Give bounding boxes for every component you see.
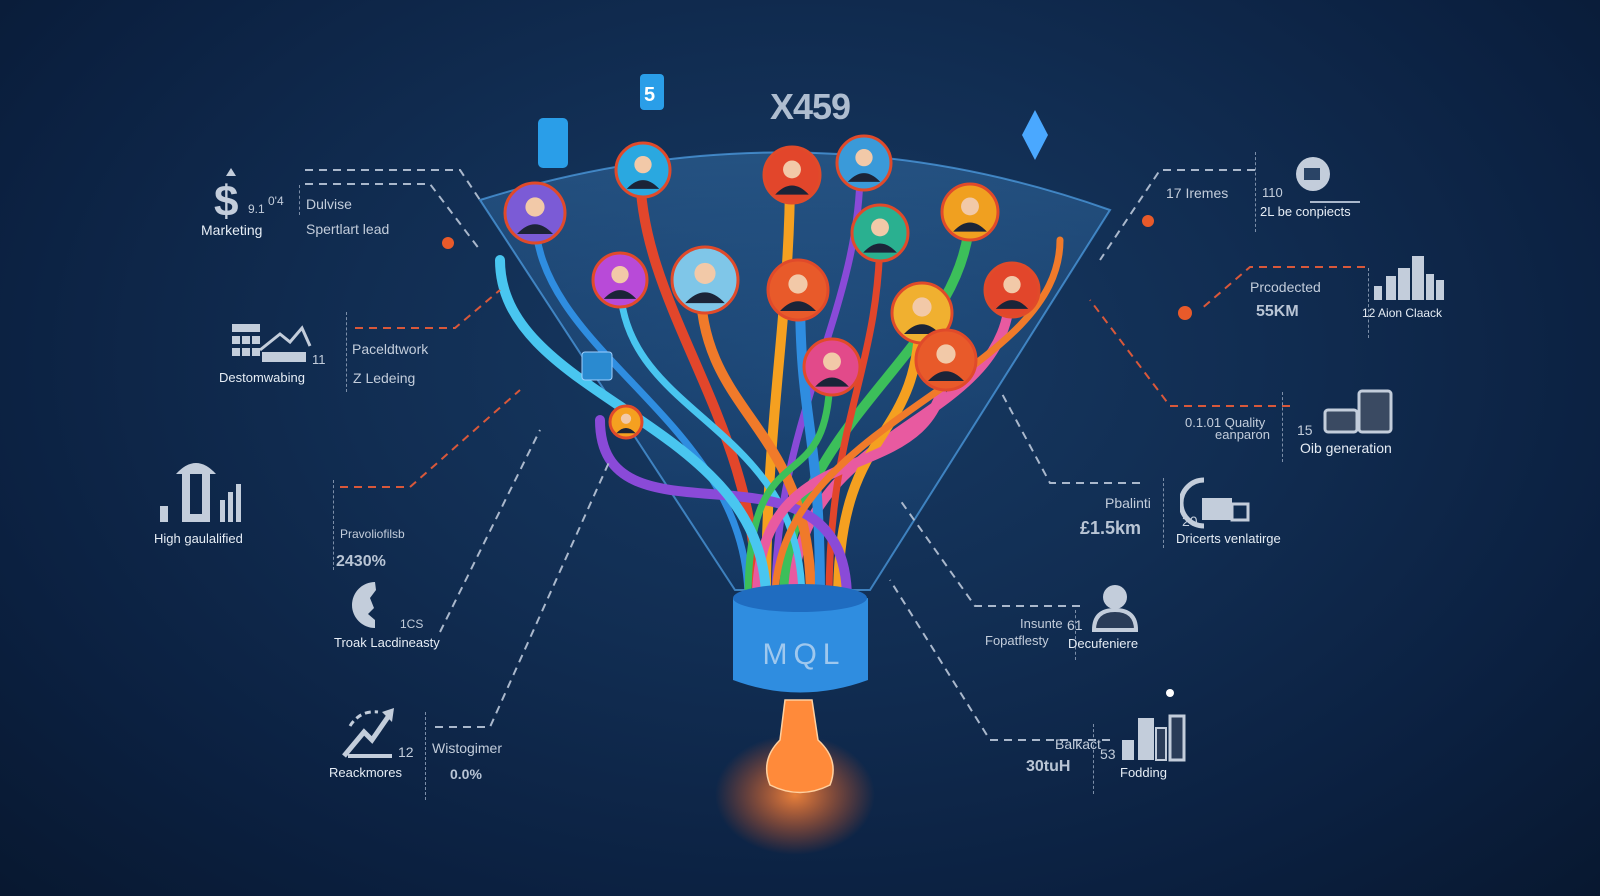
- divider: [333, 480, 334, 570]
- reach-line1: Wistogimer: [432, 740, 503, 756]
- institute-line1: Insunte: [1020, 616, 1063, 631]
- dashboard-label: Destomwabing: [219, 370, 305, 385]
- connector-line: [999, 389, 1140, 484]
- dashboard-chart-icon: [232, 324, 312, 362]
- lead-avatar: [608, 404, 644, 440]
- divider: [1163, 478, 1164, 548]
- prediction-value-b: 1CS: [400, 617, 424, 631]
- lead-strand: [795, 285, 825, 605]
- collected-line1: Prcodected: [1250, 279, 1321, 295]
- lead-avatar: [766, 258, 830, 322]
- institute-label: Decufeniere: [1068, 636, 1139, 651]
- funnel-title: X459: [770, 86, 851, 127]
- reach-value: 12: [398, 744, 414, 760]
- institute-value: 61: [1067, 617, 1083, 633]
- divider: [1282, 392, 1283, 462]
- mql-label: MQL: [762, 638, 846, 671]
- connector-line: [1089, 299, 1290, 407]
- lead-strand: [531, 211, 752, 604]
- growth-arrow-icon: [342, 708, 394, 758]
- divider: [1368, 268, 1369, 338]
- backact-value: 30tuH: [1026, 758, 1071, 775]
- lead-avatar: [983, 261, 1041, 319]
- connector-line: [1099, 169, 1255, 261]
- bar-chart-icon: [1122, 714, 1186, 762]
- lead-avatar: [802, 337, 862, 397]
- divider: [299, 185, 300, 215]
- connector-line: [340, 389, 521, 488]
- marketing-line2: Spertlart lead: [306, 221, 390, 237]
- quality-value: 15: [1297, 422, 1313, 438]
- reach-label: Reackmores: [329, 765, 402, 780]
- head-profile-icon: [352, 582, 376, 628]
- connector-line: [305, 169, 481, 201]
- block-chart-icon: [1323, 389, 1393, 434]
- divider: [346, 312, 347, 392]
- marketing-line1: Dulvise: [306, 196, 352, 212]
- lead-avatar: [614, 141, 672, 199]
- backact-label: Fodding: [1120, 765, 1167, 780]
- backact-line1: Balkact: [1055, 736, 1101, 752]
- connector-line: [889, 579, 1110, 741]
- lead-avatar: [835, 134, 893, 192]
- globe-icon: [1296, 157, 1330, 191]
- connector-line: [435, 459, 611, 728]
- connector-line: [355, 289, 501, 329]
- prediction-value: 2430%: [336, 553, 386, 570]
- lead-avatar: [850, 203, 910, 263]
- qualified-label: High gaulalified: [154, 531, 243, 546]
- divider: [1075, 610, 1076, 660]
- truck-icon: [1180, 477, 1250, 529]
- items-value: 110: [1262, 185, 1283, 200]
- lead-avatar: [914, 328, 978, 392]
- connector-line: [439, 429, 541, 633]
- lead-avatar: [503, 181, 567, 245]
- lead-avatars: [503, 134, 1041, 440]
- backact-value-b: 53: [1100, 746, 1116, 762]
- marketing-value-a: 9.1: [248, 202, 265, 216]
- bar-chart-icon: [1374, 256, 1444, 300]
- institute-line2: Fopatflesty: [985, 633, 1049, 648]
- balance-value-b: 20: [1182, 513, 1198, 529]
- divider: [1255, 152, 1256, 232]
- lead-strand: [695, 275, 816, 605]
- collected-label: 12 Aion Claack: [1362, 306, 1443, 320]
- mql-band: [733, 598, 868, 693]
- connector-line: [305, 183, 481, 251]
- balance-line1: Pbalinti: [1105, 495, 1151, 511]
- divider: [1310, 201, 1360, 203]
- balance-label: Dricerts venlatirge: [1176, 531, 1281, 546]
- dashboard-line2: Z Ledeing: [353, 370, 416, 386]
- quality-line1: 0.1.01 Quality: [1185, 415, 1266, 430]
- marketing-label: Marketing: [201, 222, 263, 238]
- prediction-label: Troak Lacdineasty: [334, 635, 440, 650]
- balance-value: £1.5km: [1080, 518, 1142, 538]
- quality-line2: eanparon: [1215, 427, 1270, 442]
- divider: [1093, 724, 1094, 794]
- prediction-line1: Pravoliofilsb: [340, 527, 405, 541]
- lead-avatar: [762, 145, 822, 205]
- phone-badge: 5: [644, 84, 656, 106]
- lead-avatar: [670, 245, 740, 315]
- svg-text:$: $: [214, 177, 238, 222]
- divider: [425, 712, 426, 800]
- marketing-value-b: 0'4: [268, 194, 284, 208]
- user-icon: [1091, 585, 1139, 632]
- lead-strand: [752, 355, 950, 605]
- dollar-icon: $: [214, 168, 238, 222]
- dashboard-line1: Paceldtwork: [352, 341, 429, 357]
- reach-line2: 0.0%: [450, 766, 482, 782]
- dashboard-value: 11: [312, 352, 326, 367]
- quality-label: Oib generation: [1300, 440, 1392, 456]
- lead-strand: [771, 236, 1064, 604]
- lead-avatar: [591, 251, 649, 309]
- umbrella-bars-icon: [160, 463, 241, 522]
- items-label: 2L be conpiects: [1260, 204, 1351, 219]
- connector-line: [899, 499, 1080, 607]
- lead-avatar: [940, 182, 1000, 242]
- items-line1: 17 Iremes: [1166, 185, 1229, 201]
- connector-line: [1199, 266, 1365, 311]
- hand-icon: [765, 699, 834, 794]
- collected-value: 55KM: [1256, 303, 1299, 320]
